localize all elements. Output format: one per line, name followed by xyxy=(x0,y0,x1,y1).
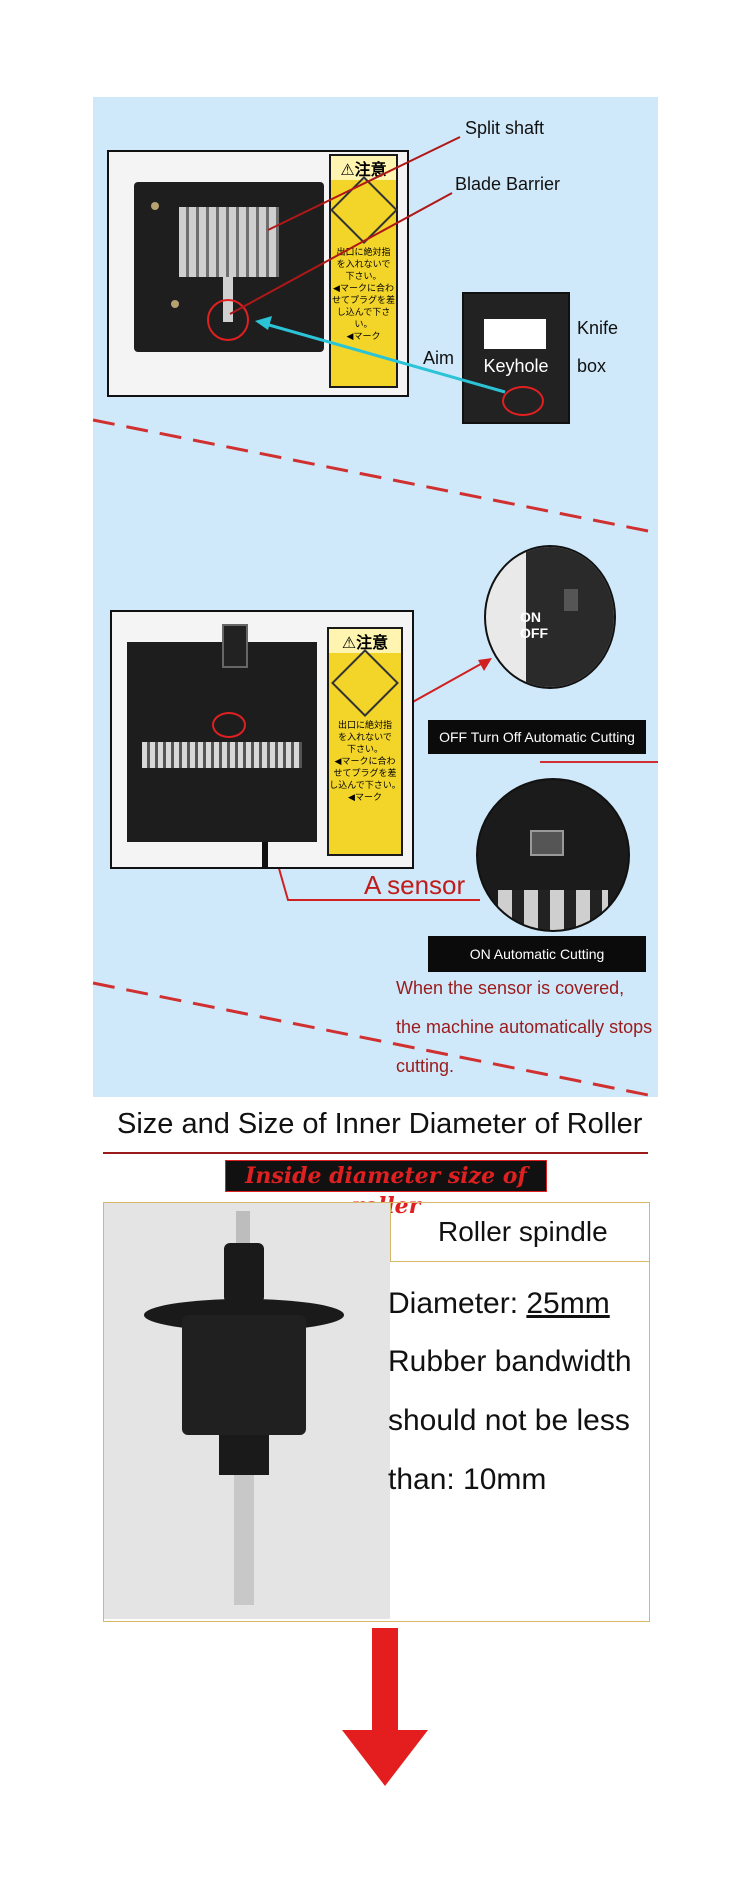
sensor-note-line1: When the sensor is covered, xyxy=(396,978,625,998)
keyhole-window xyxy=(484,319,546,349)
sensor-note-line2: the machine automatically stops xyxy=(396,1017,653,1037)
sensor-teeth xyxy=(498,890,608,930)
warning-sticker-2: ⚠注意 出口に絶対指 を入れないで 下さい。 ◀マークに合わ せてプラグを差 し… xyxy=(327,627,403,856)
sticker-hand-icon xyxy=(331,649,399,717)
sticker-text: 出口に絶対指 を入れないで 下さい。 ◀マークに合わ せてプラグを差 し込んで下… xyxy=(329,720,401,802)
power-cable xyxy=(262,842,268,867)
switch-closeup: ON OFF xyxy=(484,545,616,689)
divider-dashed-2 xyxy=(92,981,659,1099)
sensor-closeup xyxy=(476,778,630,932)
diameter-value: 25mm xyxy=(526,1287,610,1320)
spindle-photo xyxy=(104,1203,390,1619)
bandwidth-line1: Rubber bandwidth xyxy=(388,1345,632,1378)
keyhole-label: Keyhole xyxy=(483,356,549,376)
sensor-note-line3: cutting. xyxy=(396,1056,455,1076)
down-arrow-icon xyxy=(342,1628,428,1786)
label-blade-barrier: Blade Barrier xyxy=(455,174,561,194)
roller-heading: Size and Size of Inner Diameter of Rolle… xyxy=(117,1108,643,1140)
bandwidth-line3: than: 10mm xyxy=(388,1463,547,1496)
on-caption: ON Automatic Cutting xyxy=(428,936,646,972)
label-split-shaft: Split shaft xyxy=(465,118,545,138)
label-box: box xyxy=(577,356,607,376)
sensor-red-circle xyxy=(212,712,246,738)
switch-on-label: ON xyxy=(520,609,541,625)
bandwidth-line2: should not be less xyxy=(388,1404,630,1437)
keyhole-photo: Keyhole xyxy=(462,292,570,424)
aim-arrow-head xyxy=(255,316,272,330)
sensor-socket xyxy=(530,830,564,856)
sticker-title: ⚠注意 xyxy=(329,629,401,653)
spindle-title: Roller spindle xyxy=(438,1216,608,1247)
label-sensor: A sensor xyxy=(364,870,466,900)
sensor-arrow-head xyxy=(478,658,492,671)
split-shaft-blades xyxy=(179,207,279,277)
sticker-title: ⚠注意 xyxy=(331,156,396,180)
aim-arrow xyxy=(261,321,506,394)
off-caption: OFF Turn Off Automatic Cutting xyxy=(428,720,646,754)
divider-dashed-1 xyxy=(92,418,659,535)
keyhole-red-circle xyxy=(502,386,544,416)
screw-icon xyxy=(171,300,179,308)
sensor-comb xyxy=(142,742,302,768)
split-shaft-leader xyxy=(267,136,461,231)
switch-off-label: OFF xyxy=(520,625,548,641)
roller-spindle-icon xyxy=(144,1211,344,1605)
warning-sticker: ⚠注意 出口に絶対指 を入れないで 下さい。 ◀マークに合わ せてプラグを差 し… xyxy=(329,154,398,388)
sticker-text: 出口に絶対指 を入れないで 下さい。 ◀マークに合わ せてプラグを差 し込んで下… xyxy=(331,247,395,341)
label-aim: Aim xyxy=(423,348,454,368)
latch-tab xyxy=(222,624,248,668)
roller-banner: Inside diameter size of roller xyxy=(225,1160,547,1219)
spindle-frame xyxy=(103,1202,650,1622)
diameter-line: Diameter: 25mm xyxy=(388,1287,610,1321)
knife-box-photo: ⚠注意 出口に絶対指 を入れないで 下さい。 ◀マークに合わ せてプラグを差 し… xyxy=(107,150,409,397)
heading-underline xyxy=(103,1152,648,1154)
diameter-label: Diameter: xyxy=(388,1287,527,1320)
blade-barrier-leader xyxy=(229,192,453,315)
switch-toggle xyxy=(564,589,578,611)
switch-housing xyxy=(526,547,614,687)
screw-icon xyxy=(151,202,159,210)
label-knife: Knife xyxy=(577,318,619,338)
spindle-title-box xyxy=(390,1202,650,1262)
red-circle-marker xyxy=(207,299,249,341)
sensor-photo: ⚠注意 出口に絶対指 を入れないで 下さい。 ◀マークに合わ せてプラグを差 し… xyxy=(110,610,414,869)
